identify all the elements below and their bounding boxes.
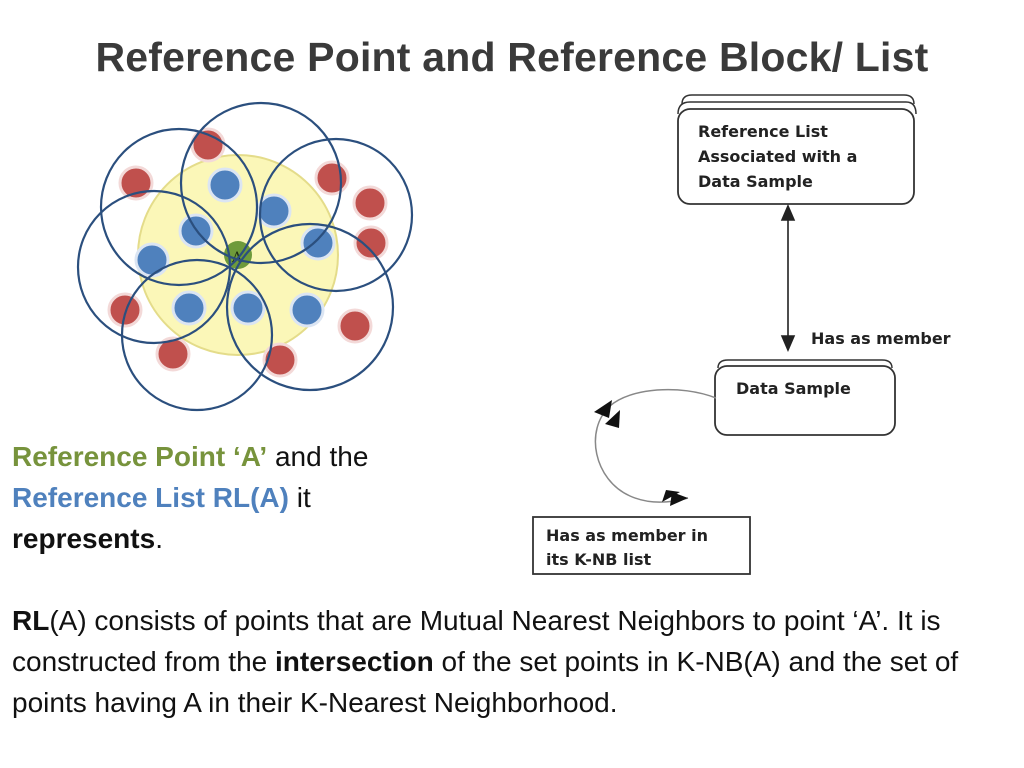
caption-period: . <box>155 523 163 554</box>
neighborhood-circle <box>258 137 414 293</box>
has-as-member-arrow <box>780 203 796 353</box>
red-point <box>155 336 191 372</box>
caption-it: it <box>288 482 311 513</box>
red-point <box>314 160 350 196</box>
reference-list-term: Reference List RL(A) <box>12 482 289 513</box>
red-point <box>337 308 373 344</box>
intersection-term: intersection <box>275 646 434 677</box>
has-as-member-label: Has as member <box>811 329 951 348</box>
red-point <box>190 127 226 163</box>
definition-part-1: (A) consists of points that are Mutual N… <box>12 605 941 677</box>
definition-part-2: of the set points in K-NB(A) and the set… <box>12 646 959 718</box>
reference-list-line-1: Reference List <box>698 122 828 141</box>
neighborhood-circle <box>225 222 395 392</box>
red-point <box>107 292 143 328</box>
knb-list-line-2: its K-NB list <box>546 550 652 569</box>
knb-list-box: Has as member in its K-NB list <box>532 516 751 575</box>
definition-paragraph: RL(A) consists of points that are Mutual… <box>12 600 1017 723</box>
slide-title: Reference Point and Reference Block/ Lis… <box>95 34 929 80</box>
neighborhood-circle <box>120 258 274 412</box>
reference-list-line-2: Associated with a <box>698 147 857 166</box>
blue-point <box>289 292 325 328</box>
blue-point <box>230 290 266 326</box>
reference-list-line-3: Data Sample <box>698 172 813 191</box>
blue-point <box>134 242 170 278</box>
self-loop-arrow <box>594 388 717 506</box>
blue-point <box>171 290 207 326</box>
neighborhood-circle <box>179 101 343 265</box>
knb-list-line-1: Has as member in <box>546 526 708 545</box>
neighborhood-circle <box>99 127 259 287</box>
blue-point <box>256 193 292 229</box>
data-sample-box: Data Sample <box>714 359 896 436</box>
blue-point <box>300 225 336 261</box>
reference-point-term: Reference Point ‘A’ <box>12 441 268 472</box>
caption-represents: represents <box>12 523 156 554</box>
red-point <box>262 342 298 378</box>
red-point <box>353 225 389 261</box>
reference-list-flow-diagram: Reference List Associated with a Data Sa… <box>532 94 951 575</box>
neighborhood-circles <box>76 101 414 412</box>
data-sample-label: Data Sample <box>736 379 851 398</box>
caption-and-the: and the <box>267 441 369 472</box>
red-point <box>352 185 388 221</box>
reference-point-cluster-diagram: A <box>76 101 414 412</box>
diagram-caption: Reference Point ‘A’ and the Reference Li… <box>12 436 452 559</box>
outer-points <box>107 127 389 378</box>
rl-term: RL <box>12 605 50 636</box>
blue-point <box>207 167 243 203</box>
reference-list-box: Reference List Associated with a Data Sa… <box>677 94 917 205</box>
